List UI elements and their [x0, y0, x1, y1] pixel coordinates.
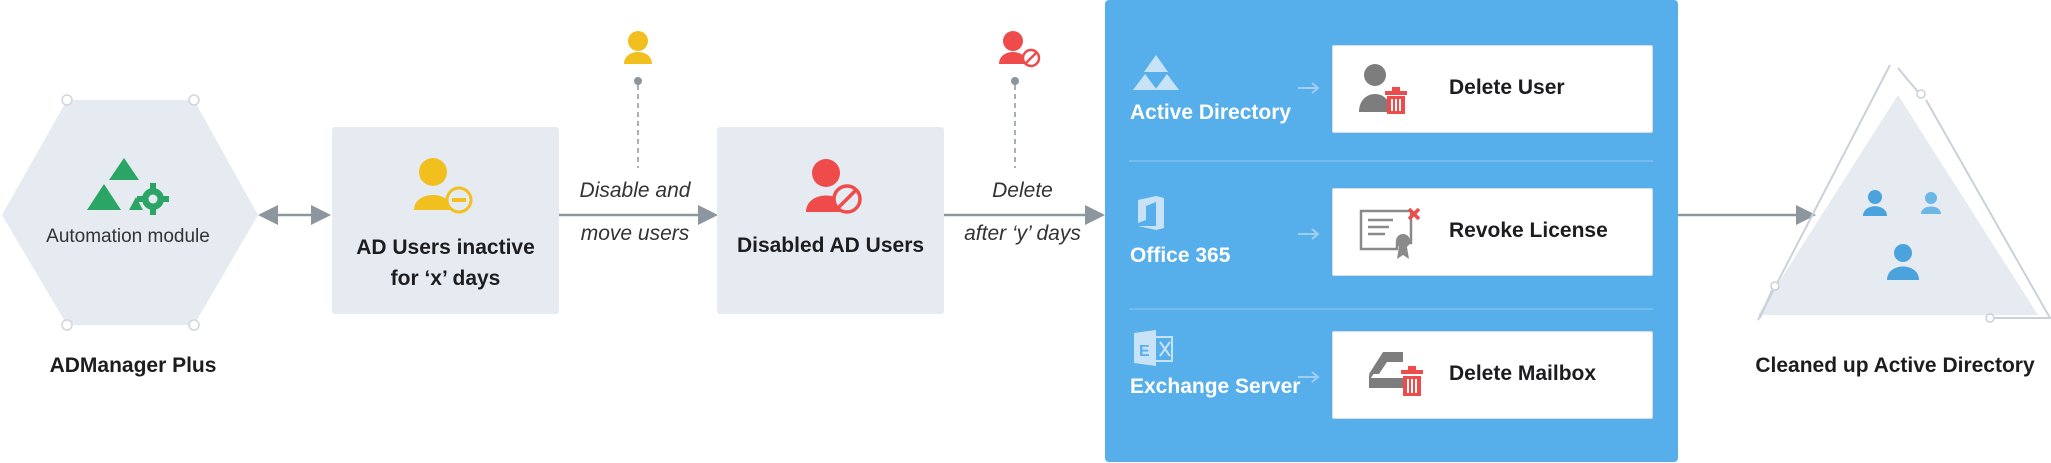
result-user-icons — [1863, 190, 1941, 280]
system-label-office365: Office 365 — [1130, 244, 1231, 267]
exchange-icon: E — [1134, 330, 1173, 366]
system-label-active-directory: Active Directory — [1130, 101, 1292, 124]
inactive-users-label-line2: for ‘x’ days — [390, 267, 501, 290]
automation-module-label: Automation module — [46, 226, 210, 247]
inactive-user-icon — [414, 158, 473, 214]
action-label: Revoke License — [1449, 219, 1608, 242]
delete-user-icon — [1359, 64, 1407, 114]
revoke-license-icon — [1359, 207, 1421, 259]
cleaned-ad-triangle — [1757, 64, 2051, 323]
delete-mailbox-icon — [1369, 352, 1423, 396]
svg-text:E: E — [1139, 343, 1150, 360]
action-card-delete-user: Delete User — [1332, 45, 1653, 133]
inactive-users-box — [332, 127, 559, 314]
product-label: ADManager Plus — [49, 354, 217, 377]
panel-arrows — [1298, 82, 1320, 383]
disabled-users-box — [717, 127, 944, 314]
automation-gear-triangles-icon — [87, 158, 169, 215]
transition-disable-line2: move users — [580, 222, 690, 245]
transition-delete-line1: Delete — [992, 179, 1053, 202]
action-card-revoke-license: Revoke License — [1332, 188, 1653, 276]
active-directory-icon — [1133, 55, 1179, 90]
action-card-delete-mailbox: Delete Mailbox — [1332, 331, 1653, 419]
inactive-users-label-line1: AD Users inactive — [356, 236, 535, 259]
action-label: Delete User — [1449, 76, 1565, 99]
system-label-exchange: Exchange Server — [1130, 375, 1301, 398]
office365-icon — [1138, 196, 1164, 230]
action-label: Delete Mailbox — [1449, 362, 1597, 385]
disabled-user-marker-icon — [999, 31, 1041, 168]
inactive-user-marker-icon — [624, 31, 652, 168]
disabled-user-icon — [806, 159, 862, 214]
disabled-users-label: Disabled AD Users — [736, 234, 925, 257]
transition-delete-line2: after ‘y’ days — [964, 222, 1081, 245]
cleaned-ad-label: Cleaned up Active Directory — [1755, 354, 2035, 377]
transition-disable-line1: Disable and — [579, 179, 691, 202]
automation-hexagon — [2, 94, 258, 331]
